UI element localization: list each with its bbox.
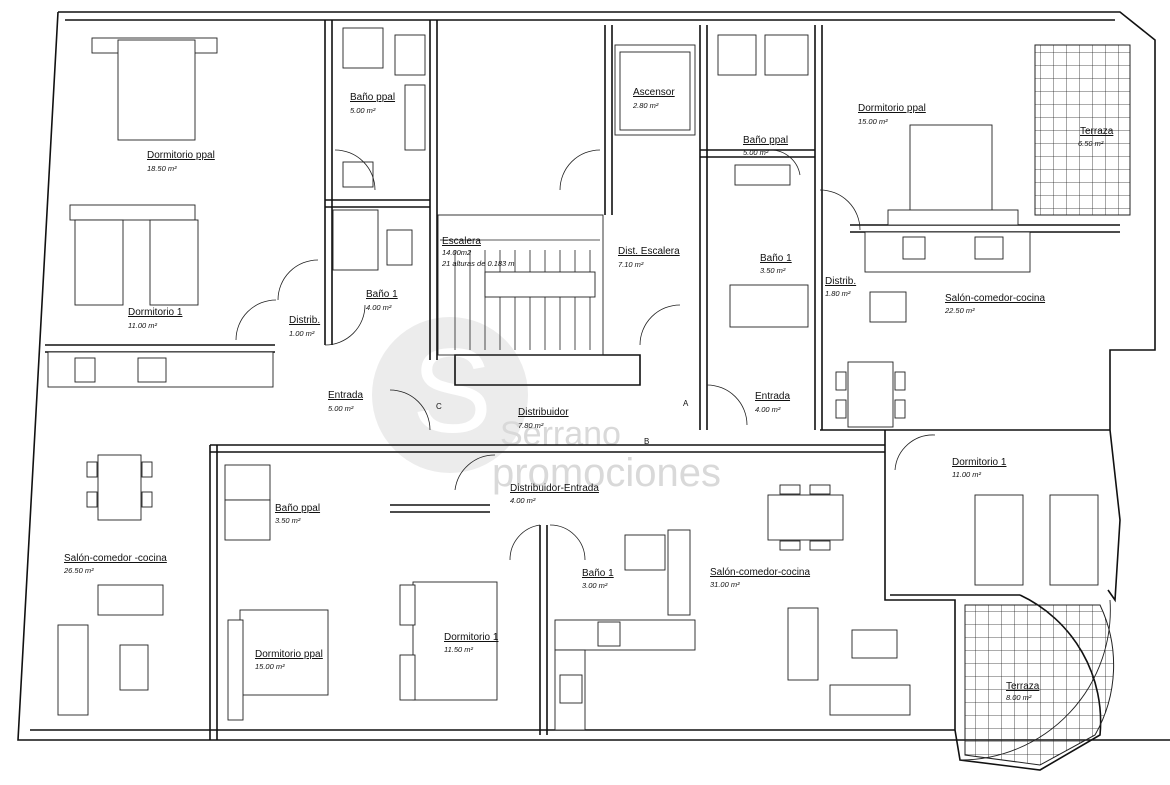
room-area-bottom-living: 31.00 m² bbox=[710, 580, 740, 589]
watermark-logo bbox=[372, 317, 528, 473]
interior-walls bbox=[45, 20, 1120, 740]
room-area-left-living: 26.50 m² bbox=[63, 566, 94, 575]
room-area-top-right-living: 22.50 m² bbox=[944, 306, 975, 315]
watermark: S Serrano promociones bbox=[372, 317, 721, 495]
watermark-logo-letter: S bbox=[412, 324, 492, 458]
room-area-stair: 14.00m2 bbox=[442, 248, 472, 257]
room-name-bottom-living: Salón-comedor-cocina bbox=[710, 567, 810, 578]
doors bbox=[235, 149, 936, 561]
room-area-stair-dist: 7.10 m² bbox=[618, 260, 644, 269]
room-area-elevator: 2.80 m² bbox=[632, 101, 659, 110]
room-area-top-right-distrib: 1.80 m² bbox=[825, 289, 851, 298]
beds bbox=[69, 37, 1099, 721]
room-area-top-left-bed-main: 18.50 m² bbox=[147, 164, 177, 173]
room-area-top-left-bed1: 11.00 m² bbox=[128, 321, 158, 330]
room-name-top-left-bath1: Baño 1 bbox=[366, 289, 398, 300]
room-name-right-entry: Entrada bbox=[755, 391, 790, 402]
room-name-distribuidor: Distribuidor bbox=[518, 407, 569, 418]
marker-b: B bbox=[644, 437, 649, 446]
room-area-top-left-bath-main: 5.00 m² bbox=[350, 106, 376, 115]
apartment-markers: A B C bbox=[436, 399, 689, 446]
room-name-top-right-bath-main: Baño ppal bbox=[743, 135, 788, 146]
room-area-distribuidor: 7.80 m² bbox=[518, 421, 544, 430]
room-name-bottom-bed1: Dormitorio 1 bbox=[444, 632, 499, 643]
room-name-top-left-distrib: Distrib. bbox=[289, 315, 320, 326]
watermark-line2: promociones bbox=[492, 451, 721, 495]
room-name-top-right-distrib: Distrib. bbox=[825, 276, 856, 287]
staircase bbox=[437, 214, 604, 356]
room-area-bottom-bath1: 3.00 m² bbox=[582, 581, 608, 590]
room-name-bottom-bed-main: Dormitorio ppal bbox=[255, 649, 323, 660]
room-name-elevator: Ascensor bbox=[633, 87, 675, 98]
bathroom-fixtures bbox=[224, 27, 809, 616]
room-name-bottom-bath-main: Baño ppal bbox=[275, 503, 320, 514]
room-area-right-entry: 4.00 m² bbox=[755, 405, 781, 414]
terrace-bottom-right bbox=[964, 604, 1115, 766]
room-name-stair: Escalera bbox=[442, 236, 481, 247]
room-area-bottom-dist-entry: 4.00 m² bbox=[510, 496, 536, 505]
room-area-top-right-bath-main: 5.00 m² bbox=[743, 148, 769, 157]
room-area-top-left-distrib: 1.00 m² bbox=[289, 329, 315, 338]
elevator bbox=[614, 44, 696, 136]
room-name-bottom-right-terrace: Terraza bbox=[1006, 681, 1040, 692]
terraces bbox=[964, 44, 1131, 766]
room-name-top-right-bed-main: Dormitorio ppal bbox=[858, 103, 926, 114]
room-name-right-bed1: Dormitorio 1 bbox=[952, 457, 1007, 468]
room-name-top-right-bath1: Baño 1 bbox=[760, 253, 792, 264]
dining-tables bbox=[86, 361, 906, 551]
room-area-bottom-bed-main: 15.00 m² bbox=[255, 662, 285, 671]
kitchens bbox=[47, 231, 1031, 731]
room-name-top-left-bed-main: Dormitorio ppal bbox=[147, 150, 215, 161]
room-area-top-right-bath1: 3.50 m² bbox=[760, 266, 786, 275]
room-name-top-right-living: Salón-comedor-cocina bbox=[945, 293, 1045, 304]
room-area-top-right-terrace: 6.50 m² bbox=[1078, 139, 1104, 148]
room-area-right-bed1: 11.00 m² bbox=[952, 470, 982, 479]
room-name-left-entry: Entrada bbox=[328, 390, 363, 401]
room-area-bottom-bed1: 11.50 m² bbox=[444, 645, 474, 654]
room-area-top-left-bath1: 4.00 m² bbox=[366, 303, 392, 312]
room-labels: Dormitorio ppal 18.50 m² Baño ppal 5.00 … bbox=[63, 87, 1114, 702]
room-name-bottom-bath1: Baño 1 bbox=[582, 568, 614, 579]
room-name-bottom-dist-entry: Distribuidor-Entrada bbox=[510, 483, 599, 494]
room-name-top-left-bath-main: Baño ppal bbox=[350, 92, 395, 103]
room-name-top-left-bed1: Dormitorio 1 bbox=[128, 307, 183, 318]
terrace-top-right bbox=[1034, 44, 1131, 216]
room-area-bottom-right-terrace: 8.00 m² bbox=[1006, 693, 1032, 702]
room-area-left-entry: 5.00 m² bbox=[328, 404, 354, 413]
marker-a: A bbox=[683, 399, 689, 408]
room-name-left-living: Salón-comedor -cocina bbox=[64, 553, 167, 564]
room-area-bottom-bath-main: 3.50 m² bbox=[275, 516, 301, 525]
watermark-line1: Serrano bbox=[500, 415, 621, 453]
room-name-top-right-terrace: Terraza bbox=[1080, 126, 1114, 137]
room-note-stair: 21 alturas de 0.183 m bbox=[441, 259, 515, 268]
room-name-stair-dist: Dist. Escalera bbox=[618, 246, 680, 257]
marker-c: C bbox=[436, 402, 442, 411]
room-area-top-right-bed-main: 15.00 m² bbox=[858, 117, 888, 126]
